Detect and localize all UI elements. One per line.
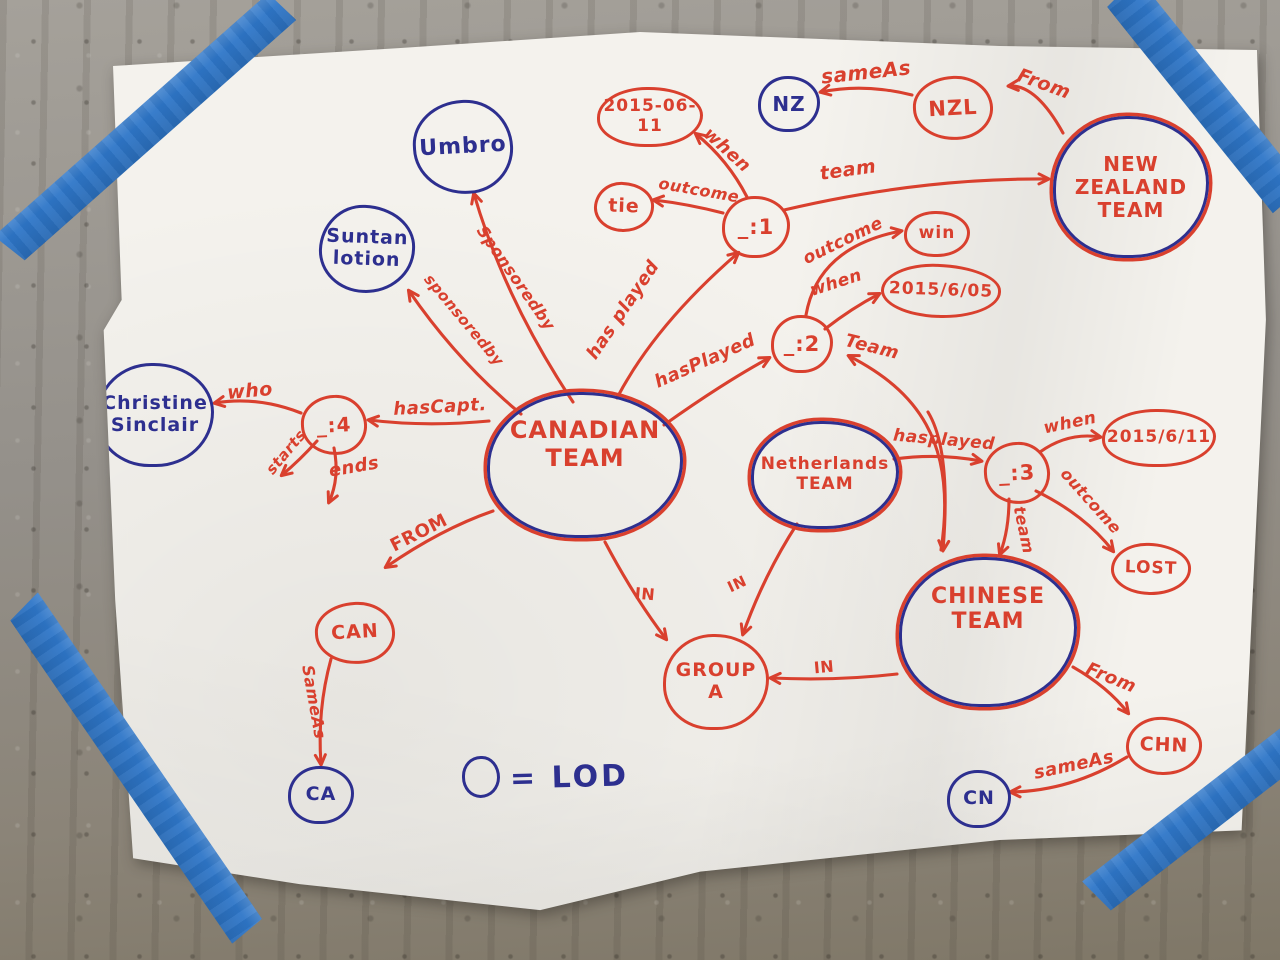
edge-sameas-nzl-arrow [818,83,914,97]
edge-when2-arrow [823,292,882,331]
edge-in-netherlands-arrow [739,522,799,637]
node-can: CAN [313,599,397,667]
edge-label-sameas-nzl-nz: sameAs [819,55,913,89]
edge-label-outcome-2: outcome [799,213,887,269]
edge-hascapt-arrow [366,414,491,428]
edge-label-hasplayed-2: hasPlayed [651,329,759,393]
edge-label-when-2: when [807,265,865,301]
node-blank1: _:1 [722,196,790,258]
node-chinese-team: CHINESE TEAM [899,557,1077,707]
edge-label-sponsoredby-suntan: sponsoredby [420,270,508,370]
edge-when3-arrow [1038,429,1103,454]
edge-label-when-3: when [1041,407,1099,439]
edge-label-ends: ends [327,452,381,482]
edge-label-in-chinese: IN [813,656,835,678]
node-group-a: GROUP A [663,634,769,730]
edge-label-who: who [226,378,274,404]
edge-label-in-netherlands: IN [724,571,750,597]
node-nz: NZ [758,76,820,132]
edge-team3-arrow [996,497,1011,557]
edge-label-sameas-chn: sameAs [1031,746,1117,784]
node-nzl: NZL [911,73,995,143]
edge-label-hasplayed-3: hasplayed [892,425,996,455]
node-date-2015-6-05: 2015/6/05 [880,261,1002,321]
edge-label-from-nzteam-nzl: From [1014,64,1074,104]
legend-circle-means-lod: = LOD [462,756,629,798]
edge-label-team-3: team [1009,504,1039,556]
edge-label-sameas-can: SameAs [298,663,330,741]
node-ca: CA [288,766,354,824]
edge-label-when-1: when [698,123,756,177]
edge-label-starts: starts [262,426,310,478]
node-date-2015-6-11: 2015/6/11 [1102,409,1216,467]
edge-label-outcome-3: outcome [1056,464,1126,538]
node-blank2: _:2 [771,315,833,373]
node-chn: CHN [1125,715,1203,777]
edge-label-has-played-1: has played [582,256,664,364]
node-blank4: _:4 [299,393,369,457]
edge-label-in-canadian: IN [634,583,656,605]
node-lost: LOST [1110,541,1192,597]
legend-text: = LOD [509,757,630,797]
edge-label-outcome-1: outcome [657,173,741,207]
edge-label-team-2: Team [842,330,902,364]
node-canadian-team: CANADIAN TEAM [487,392,683,538]
edge-label-from-canadian: FROM [386,509,452,557]
node-suntan-lotion: Suntan lotion [317,203,417,295]
node-date-2015-06-11: 2015-06-11 [597,87,703,147]
edge-label-hascapt: hasCapt. [392,394,488,420]
edge-label-sponsoredby-umbro: Sponsoredby [472,221,560,335]
node-cn: CN [947,770,1011,828]
node-tie: tie [593,180,655,234]
edge-label-team-1: team [818,155,878,185]
node-umbro: Umbro [410,97,516,197]
edge-hasplayed3-arrow [892,452,984,466]
node-new-zealand-team: NEW ZEALAND TEAM [1053,116,1209,258]
node-win: win [904,211,970,257]
node-netherlands-team: Netherlands TEAM [751,421,899,529]
node-christine-sinclair: Christine Sinclair [103,363,214,467]
edge-label-from-chinese: From [1082,658,1140,698]
lod-circle-glyph [462,756,500,798]
